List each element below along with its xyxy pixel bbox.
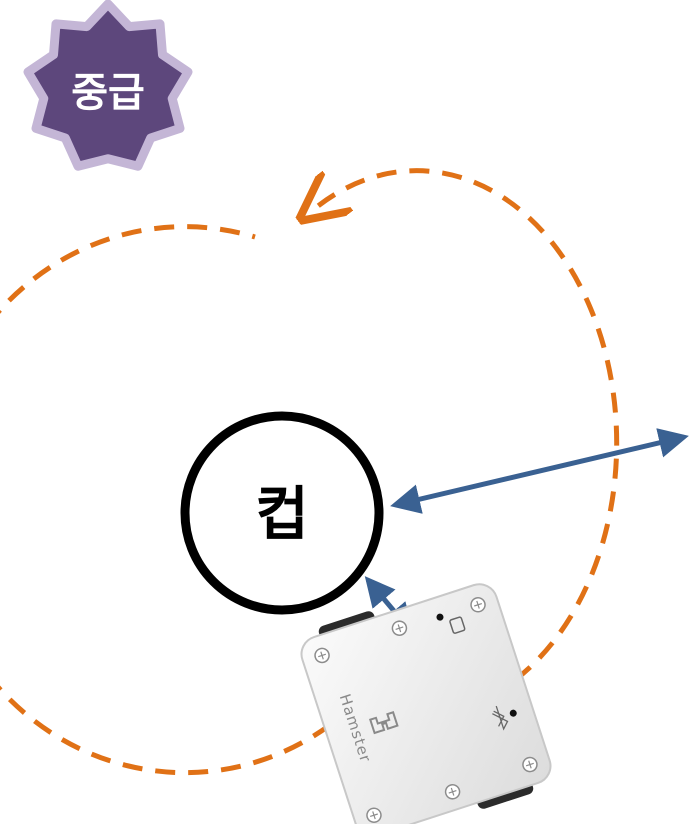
orbit-arrow-path <box>318 168 620 682</box>
robot-bluetooth-icon <box>492 705 517 731</box>
cup-label: 컵 <box>255 480 308 548</box>
hamster-robot: Hamster <box>300 583 552 824</box>
distance-arrow-cup-to-path <box>390 428 689 514</box>
cup: 컵 <box>180 411 384 615</box>
badge-label: 중급 <box>71 70 145 116</box>
orbit-dashed-path <box>0 224 332 776</box>
orbit-path <box>0 168 620 776</box>
cup-circle <box>180 411 384 615</box>
level-badge: 중급 <box>23 0 193 171</box>
distance-arrows <box>364 428 689 634</box>
robot-logo-icon <box>369 711 399 735</box>
robot-power-icon <box>436 613 466 634</box>
robot-screw-slots <box>318 600 534 820</box>
badge-star-shape <box>23 0 193 171</box>
robot-body <box>300 583 552 824</box>
